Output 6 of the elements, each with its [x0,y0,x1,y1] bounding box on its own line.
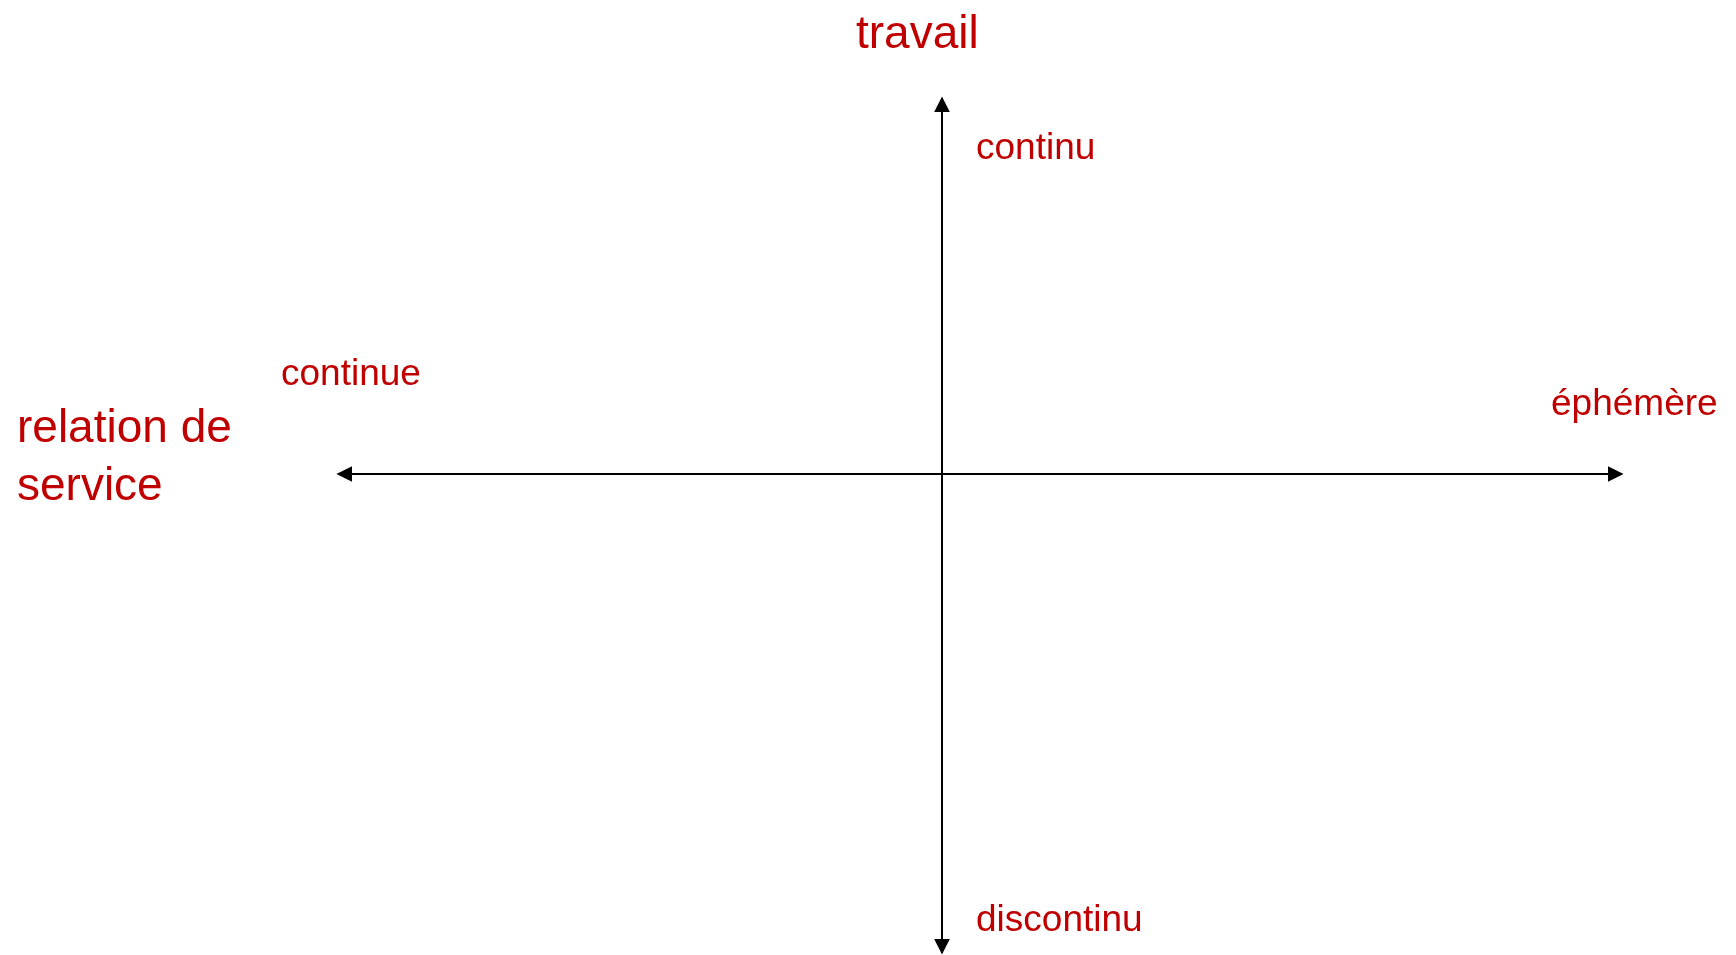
axis-end-label: discontinu [976,897,1143,941]
axis-title: travail [856,5,979,60]
axis-end-label: continu [976,125,1096,169]
axis-end-label: éphémère [1551,381,1718,425]
axis-end-label: continue [281,351,421,395]
axis-title: relation de service [17,399,233,512]
